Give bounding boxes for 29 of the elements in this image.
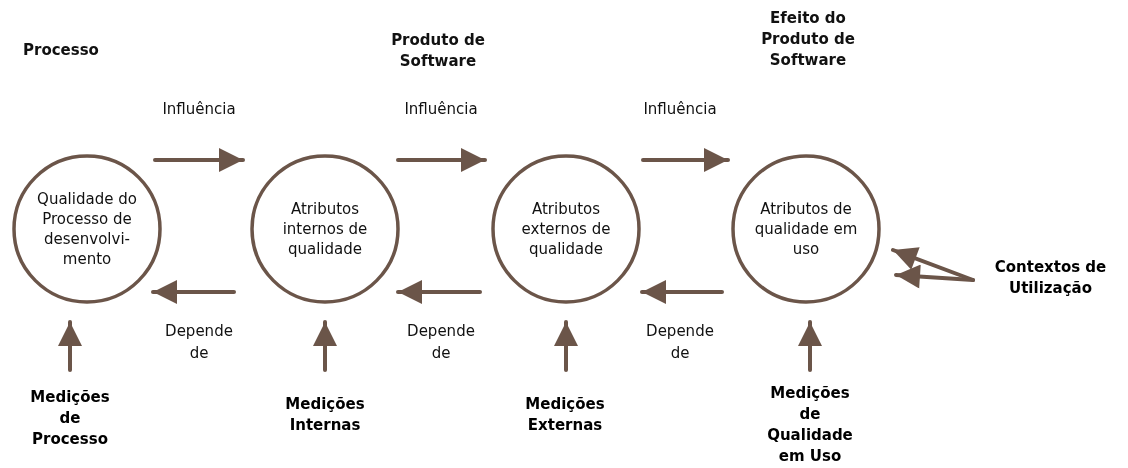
arrow bbox=[151, 280, 236, 304]
heading: Efeito do Produto de Software bbox=[760, 8, 856, 71]
circle-label: Atributos internos de qualidade bbox=[281, 199, 369, 259]
arrow bbox=[554, 320, 578, 372]
arrow bbox=[640, 280, 724, 304]
arrow bbox=[641, 148, 730, 172]
arrow bbox=[313, 320, 337, 372]
arrow bbox=[58, 320, 82, 372]
edge-label: Depende de bbox=[645, 321, 715, 364]
arrow bbox=[396, 280, 482, 304]
edge-label: Influência bbox=[161, 99, 237, 120]
measure-label: Medições Externas bbox=[524, 394, 606, 436]
measure-label: Medições de Processo bbox=[29, 386, 111, 450]
measure-label: Medições de Qualidade em Uso bbox=[766, 383, 854, 467]
heading: Processo bbox=[23, 40, 100, 61]
arrow bbox=[153, 148, 245, 172]
heading: Produto de Software bbox=[390, 30, 486, 72]
edge-label: Depende de bbox=[406, 321, 476, 364]
edge-label: Influência bbox=[642, 99, 718, 120]
circle-label: Atributos externos de qualidade bbox=[520, 199, 612, 259]
measure-label: Contextos de Utilização bbox=[993, 257, 1108, 299]
edge-label: Depende de bbox=[164, 321, 234, 364]
edge-label: Influência bbox=[403, 99, 479, 120]
arrow bbox=[396, 148, 487, 172]
circle-label: Qualidade do Processo de desenvolvi-mento bbox=[36, 189, 138, 269]
arrow bbox=[798, 320, 822, 372]
arrow bbox=[894, 264, 975, 289]
circle-label: Atributos de qualidade em uso bbox=[753, 199, 859, 259]
measure-label: Medições Internas bbox=[284, 394, 366, 436]
